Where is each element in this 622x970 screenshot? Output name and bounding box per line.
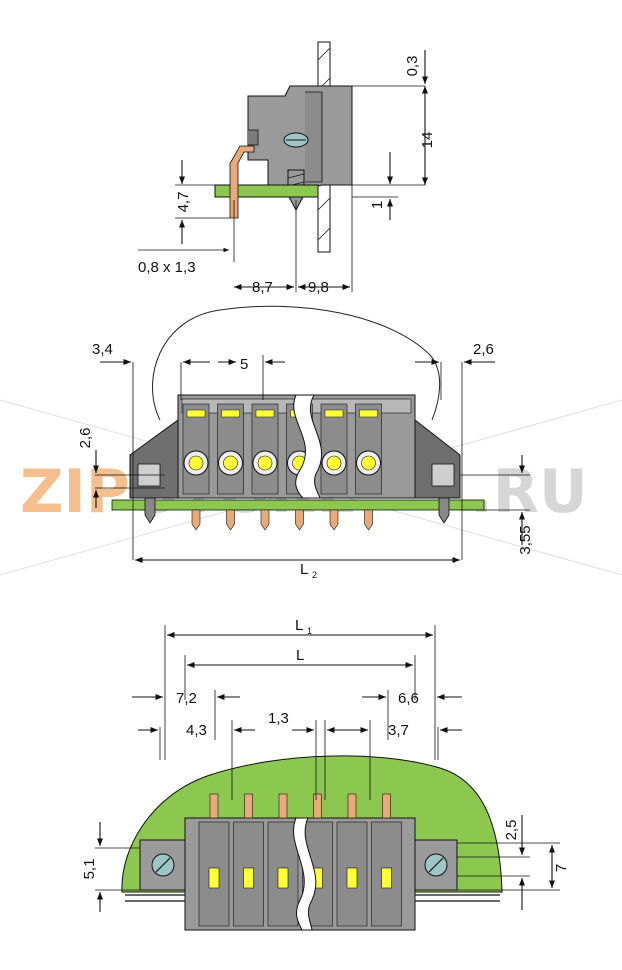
side-pcb <box>214 184 319 198</box>
top-release-slot <box>243 867 254 889</box>
contact-cell <box>182 403 210 495</box>
dim-overall-l1: L <box>295 617 303 634</box>
front-pcb <box>111 499 485 511</box>
top-pin <box>347 793 357 819</box>
dim-left-slot: 4,3 <box>186 722 207 739</box>
contact-cell <box>355 403 382 495</box>
top-release-slot <box>208 867 220 889</box>
dim-right-slot: 3,7 <box>388 722 409 739</box>
top-release-slot <box>277 867 289 889</box>
dim-pin-length: 4,7 <box>175 192 192 213</box>
dim-pitch-b: 9,8 <box>308 279 329 296</box>
dim-hole-height: 2,6 <box>77 428 94 449</box>
contact-cell <box>217 403 244 495</box>
dim-pin-depth: 3,55 <box>517 525 534 554</box>
dim-pitch: 5 <box>240 356 248 373</box>
front-contacts <box>182 403 382 531</box>
watermark-text-zip: ZIP <box>20 457 130 527</box>
top-release-slot <box>381 867 392 889</box>
contact-cell <box>320 403 348 495</box>
dim-top-gap: 0,3 <box>404 56 421 77</box>
wire-entry-inner <box>257 455 273 471</box>
release-slot <box>186 409 206 418</box>
release-slot <box>324 409 344 418</box>
dim-depth: 7 <box>553 864 570 872</box>
watermark-text-ru: .RU <box>470 457 588 527</box>
solder-pin <box>191 509 201 531</box>
top-break-line <box>293 817 317 931</box>
dim-pcb-gap: 1 <box>369 201 386 209</box>
top-view: L 1 L 7,2 6,6 4,3 1,3 3,7 <box>81 617 570 931</box>
release-slot <box>221 409 240 418</box>
dim-right-offset: 2,6 <box>473 341 494 358</box>
release-slot <box>359 409 378 418</box>
top-pin <box>244 793 253 819</box>
solder-pin <box>295 509 304 531</box>
dim-left-flange: 7,2 <box>176 690 197 707</box>
wire-entry-inner <box>361 455 376 471</box>
dim-inner-l: L <box>296 647 304 664</box>
solder-pin <box>364 509 373 531</box>
top-pin <box>313 793 322 819</box>
top-pin <box>382 793 391 819</box>
solder-pin <box>260 509 270 531</box>
dim-overall-l1-sub: 1 <box>307 626 312 636</box>
contact-cell <box>251 403 279 495</box>
top-contacts <box>198 793 402 927</box>
dim-rib: 2,5 <box>503 820 520 841</box>
front-view: 3,4 5 2,6 2,6 3,55 L 2 <box>77 305 534 580</box>
dim-flange-height: 5,1 <box>81 859 98 880</box>
top-release-slot <box>346 867 358 889</box>
top-pin <box>278 793 288 819</box>
dim-gap: 1,3 <box>268 710 289 727</box>
wire-entry-inner <box>188 455 204 471</box>
solder-pin <box>226 509 235 531</box>
wire-entry-inner <box>223 455 238 471</box>
dim-right-flange: 6,6 <box>398 690 419 707</box>
side-pin <box>229 145 255 219</box>
release-slot <box>255 409 275 418</box>
dim-overall-l2-sub: 2 <box>312 570 317 580</box>
break-line <box>293 394 323 499</box>
top-pin <box>209 793 219 819</box>
dim-overall-l2: L <box>300 561 308 578</box>
dim-pitch-a: 8,7 <box>252 279 273 296</box>
dim-height: 14 <box>419 132 436 149</box>
solder-pin <box>329 509 339 531</box>
dim-left-offset: 3,4 <box>92 341 113 358</box>
dim-pin-size: 0,8 x 1,3 <box>138 259 196 276</box>
wire-entry-inner <box>326 455 342 471</box>
wire-loop <box>152 305 441 421</box>
side-view: 0,3 14 1 4,7 0,8 x 1,3 8,7 9,8 <box>138 41 436 296</box>
